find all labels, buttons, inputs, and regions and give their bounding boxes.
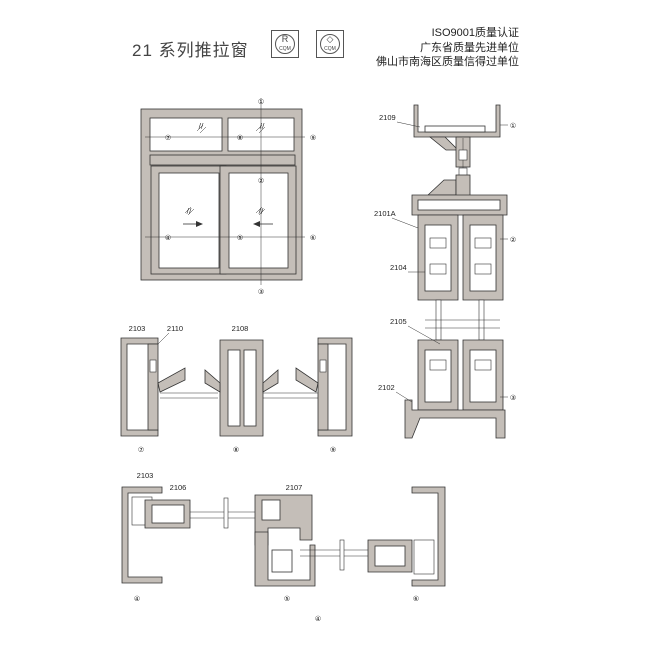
cert-line-iso: ISO9001质量认证 bbox=[431, 27, 519, 39]
part-label-2110-1: 2110 bbox=[167, 324, 183, 333]
leader-line bbox=[157, 332, 170, 345]
section-6-frame bbox=[411, 486, 446, 587]
part-label-lower-2106: 2106 bbox=[170, 483, 187, 492]
glass-mark: // bbox=[259, 207, 264, 215]
vertical-section bbox=[404, 104, 508, 439]
part-label-lower-2103: 2103 bbox=[137, 471, 154, 480]
section-lines bbox=[145, 98, 305, 285]
callout-1: ① bbox=[258, 98, 264, 106]
glass-mark: // bbox=[187, 207, 192, 215]
callout-2: ② bbox=[258, 177, 264, 185]
callout-7: ⑦ bbox=[165, 134, 171, 142]
figure-number: ④ bbox=[315, 615, 321, 623]
fixed-glass-left bbox=[149, 117, 223, 152]
cert-line-city: 佛山市南海区质量信得过单位 bbox=[376, 56, 519, 68]
lower-callout-2: ⑤ bbox=[284, 595, 290, 603]
callout-6: ⑥ bbox=[310, 234, 316, 242]
part-label-2105: 2105 bbox=[390, 317, 407, 326]
upper-callout-2: ⑧ bbox=[233, 446, 239, 454]
upper-callout-1: ⑦ bbox=[138, 446, 144, 454]
part-label-2102: 2102 bbox=[378, 383, 395, 392]
callout-3: ③ bbox=[258, 288, 264, 296]
lower-section bbox=[121, 486, 446, 587]
section-9-frame bbox=[317, 337, 353, 437]
callout-8: ⑧ bbox=[237, 134, 243, 142]
logo-symbol: R bbox=[281, 34, 289, 44]
vs-callout-1: ① bbox=[510, 122, 516, 130]
profile-2102 bbox=[404, 399, 506, 439]
part-label-2103-0: 2103 bbox=[129, 324, 146, 333]
leader-line bbox=[396, 121, 421, 128]
lower-callout-1: ④ bbox=[134, 595, 140, 603]
section-8-mullion bbox=[219, 339, 264, 437]
glass-mark: // bbox=[260, 122, 265, 130]
logo-symbol: ◇ bbox=[326, 34, 334, 44]
upper-callout-3: ⑨ bbox=[330, 446, 336, 454]
leader-line bbox=[391, 217, 419, 229]
upper-sections bbox=[120, 337, 353, 437]
callout-4: ④ bbox=[165, 234, 171, 242]
glass-left bbox=[158, 172, 220, 269]
logo-caption: CQM bbox=[324, 46, 336, 52]
cqm-r-logo: R CQM bbox=[271, 30, 299, 58]
leader-line bbox=[407, 325, 441, 345]
leader-line bbox=[395, 391, 413, 403]
logo-caption: CQM bbox=[279, 46, 291, 52]
callout-5: ⑤ bbox=[237, 234, 243, 242]
lower-callout-3: ⑥ bbox=[413, 595, 419, 603]
sash-arrows bbox=[183, 221, 273, 227]
section-7-frame bbox=[120, 337, 159, 437]
glass-mark: // bbox=[199, 122, 204, 130]
vs-callout-3: ③ bbox=[510, 394, 516, 402]
page-title: 21 系列推拉窗 bbox=[132, 41, 249, 60]
cqm-diamond-logo: ◇ CQM bbox=[316, 30, 344, 58]
part-label-lower-2107: 2107 bbox=[286, 483, 303, 492]
window-elevation bbox=[140, 98, 305, 285]
part-label-2108-2: 2108 bbox=[232, 324, 249, 333]
callout-9: ⑨ bbox=[310, 134, 316, 142]
section-4-frame bbox=[121, 486, 163, 584]
transom bbox=[149, 154, 296, 166]
part-label-2109: 2109 bbox=[379, 113, 396, 122]
part-label-2101A: 2101A bbox=[374, 209, 396, 218]
part-label-2104: 2104 bbox=[390, 263, 407, 272]
vs-callout-2: ② bbox=[510, 236, 516, 244]
glass-right bbox=[228, 172, 289, 269]
cert-line-province: 广东省质量先进单位 bbox=[420, 42, 519, 54]
